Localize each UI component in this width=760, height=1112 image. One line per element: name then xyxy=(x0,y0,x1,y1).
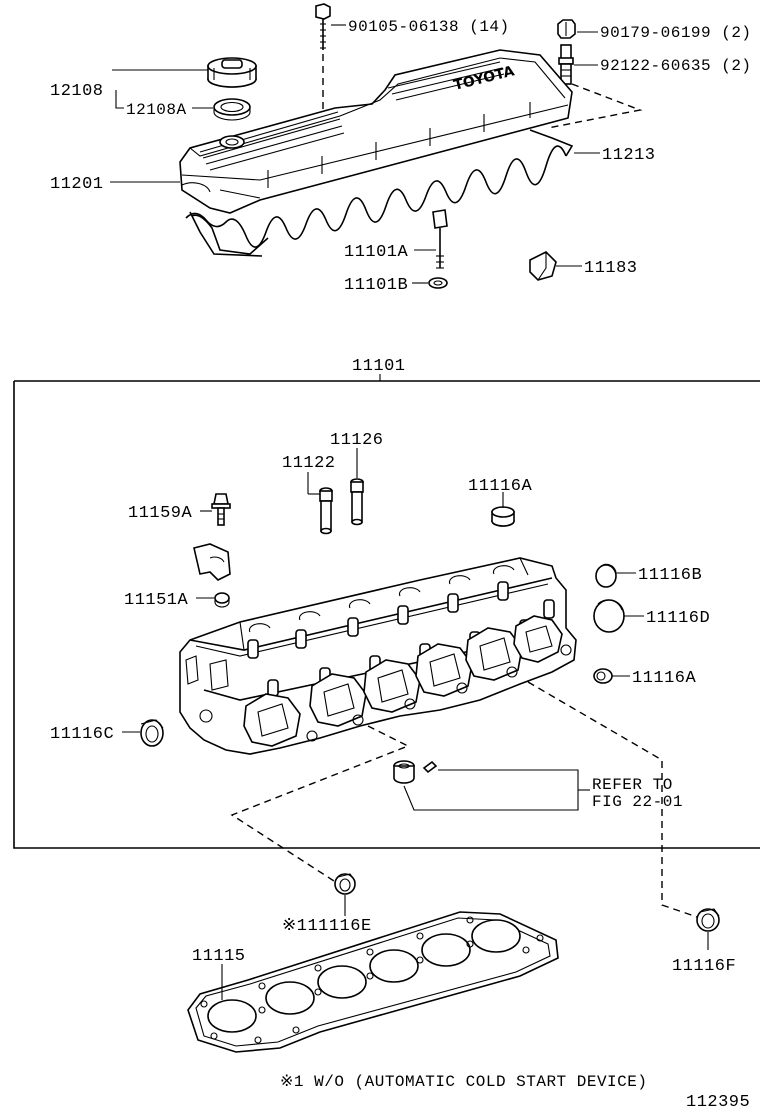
part-label-plug-d: 11116D xyxy=(646,609,710,628)
part-label-nut-top: 90179-06199 (2) xyxy=(600,24,752,42)
reference-line-1: REFER TO xyxy=(592,776,673,794)
part-label-cap-gasket: 12108A xyxy=(126,101,187,119)
plug-a-side-icon xyxy=(593,668,613,684)
valve-guide-intake-icon xyxy=(319,487,333,535)
cover-nut-icon xyxy=(557,19,576,39)
cover-stud-icon xyxy=(558,44,574,85)
part-label-cam-cap-bolt: 11159A xyxy=(128,504,193,523)
part-label-head-washer: 11101B xyxy=(344,276,408,295)
part-label-plug-a-side: 11116A xyxy=(632,669,697,688)
valve-guide-exhaust-icon xyxy=(350,478,364,526)
reference-bracket xyxy=(403,769,579,811)
dashed-guide-line xyxy=(230,725,410,882)
dashed-guide-line xyxy=(527,681,701,919)
part-label-stud-top: 92122-60635 (2) xyxy=(600,57,752,75)
insulator-icon xyxy=(529,251,557,281)
part-label-cam-bearing: 11151A xyxy=(124,591,189,610)
cylinder-head-cover-icon xyxy=(179,49,573,214)
leader-line xyxy=(115,90,124,109)
part-label-insulator: 11183 xyxy=(584,259,638,278)
plug-e-icon xyxy=(334,873,356,895)
part-label-cover-gasket: 11213 xyxy=(602,146,656,165)
head-washer-icon xyxy=(428,277,448,289)
figure-number: 112395 xyxy=(686,1093,750,1112)
plug-pin-icon xyxy=(393,760,415,784)
cam-cap-bolt-icon xyxy=(211,493,231,526)
plug-d-icon xyxy=(593,599,625,633)
plug-a-top-icon xyxy=(491,506,515,527)
part-label-bolt-top: 90105-06138 (14) xyxy=(348,18,510,36)
cylinder-head-icon xyxy=(179,557,577,755)
part-label-plug-c: 11116C xyxy=(50,725,114,744)
plug-b-icon xyxy=(595,563,617,588)
cam-bearing-plug-icon xyxy=(214,592,230,608)
reference-line-2: FIG 22-01 xyxy=(592,793,683,811)
part-label-cap: 12108 xyxy=(50,82,104,101)
oil-filler-cap-icon xyxy=(207,57,257,88)
plug-c-icon xyxy=(140,719,164,747)
part-label-head-assy: 11101 xyxy=(352,357,406,376)
part-label-plug-b: 11116B xyxy=(638,566,702,585)
cap-gasket-icon xyxy=(213,98,251,121)
cover-gasket-icon xyxy=(185,129,574,257)
head-bolt-icon xyxy=(432,209,448,269)
plug-f-icon xyxy=(696,908,720,932)
head-gasket-icon xyxy=(187,911,559,1053)
cam-bearing-cap-icon xyxy=(193,543,231,581)
part-label-plug-e: ※111116E xyxy=(282,917,372,936)
part-label-plug-a-top: 11116A xyxy=(468,477,533,496)
cover-bolt-icon xyxy=(315,3,331,115)
part-label-head-cover: 11201 xyxy=(50,175,104,194)
dowel-pin-icon xyxy=(422,760,438,774)
assembly-box xyxy=(13,380,760,849)
part-label-guide-ex: 11126 xyxy=(330,431,384,450)
part-label-head-bolt: 11101A xyxy=(344,243,409,262)
part-label-plug-f: 11116F xyxy=(672,957,736,976)
part-label-guide-in: 11122 xyxy=(282,454,336,473)
dashed-guide-line xyxy=(547,83,643,129)
part-label-head-gasket: 11115 xyxy=(192,947,246,966)
footnote: ※1 W/O (AUTOMATIC COLD START DEVICE) xyxy=(280,1073,647,1091)
